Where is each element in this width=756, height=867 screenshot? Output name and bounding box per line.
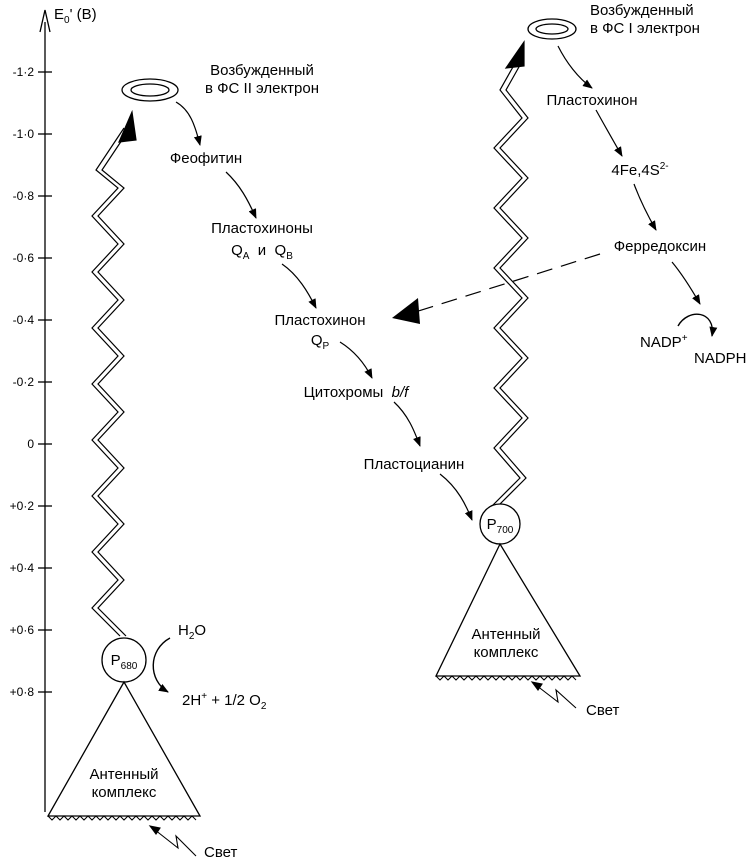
ps1-plastoquinone-label: Пластохинон bbox=[546, 92, 638, 109]
ps1-transport-arrows bbox=[557, 45, 701, 305]
axis-tick-label: +0·4 bbox=[9, 561, 34, 575]
ferredoxin-label: Ферредоксин bbox=[613, 238, 707, 255]
ps1-excitation-zigzag bbox=[489, 40, 529, 509]
axis-label: E0' (В) bbox=[54, 6, 97, 26]
nadp-reduction-arrow bbox=[677, 313, 718, 337]
p700-label: P700 bbox=[486, 516, 514, 536]
ps2-excited-label-1: Возбужденный bbox=[210, 62, 314, 79]
axis-tick-label: -1·2 bbox=[12, 65, 34, 79]
axis-tick-label: -1·0 bbox=[12, 127, 34, 141]
ps1-antenna-triangle bbox=[434, 542, 582, 681]
ps2-light-label: Свет bbox=[204, 844, 238, 861]
ps2-excited-label-2: в ФС II электрон bbox=[204, 80, 320, 97]
ps1-antenna-label-1: Антенный bbox=[471, 626, 541, 643]
nadp-label: NADP+ bbox=[640, 333, 688, 352]
water-products-label: 2H+ + 1/2 O2 bbox=[182, 691, 267, 712]
ps2-antenna-triangle bbox=[46, 680, 202, 821]
axis-tick-label: -0·6 bbox=[12, 251, 34, 265]
ps2-transport-arrows bbox=[175, 101, 473, 521]
qp-label: QP bbox=[310, 332, 330, 352]
axis-tick-label: +0·6 bbox=[9, 623, 34, 637]
axis-tick-label: +0·2 bbox=[9, 499, 34, 513]
ps1-excited-label-1: Возбужденный bbox=[590, 2, 694, 19]
ps1-excited-electron-icon bbox=[527, 18, 577, 40]
ps1-antenna-label-2: комплекс bbox=[473, 644, 539, 661]
axis-tick-label: +0·8 bbox=[9, 685, 34, 699]
plastocyanin-label: Пластоцианин bbox=[363, 456, 465, 473]
ps1-light-label: Свет bbox=[586, 702, 620, 719]
ps2-excited-electron-icon bbox=[121, 78, 179, 102]
ps2-excitation-zigzag bbox=[91, 109, 137, 637]
ps1-excited-label-2: в ФС I электрон bbox=[590, 20, 700, 37]
cyclic-electron-flow-arrow bbox=[392, 253, 601, 324]
plastoquinone-qp-label: Пластохинон bbox=[274, 312, 366, 329]
nadph-label: NADPH bbox=[694, 350, 747, 367]
p680-label: P680 bbox=[110, 652, 138, 672]
ps2-antenna-label-2: комплекс bbox=[91, 784, 157, 801]
axis-tick-label: -0·2 bbox=[12, 375, 34, 389]
ps1-light-bolt-icon bbox=[530, 681, 577, 709]
qa-qb-label: QA и QB bbox=[231, 242, 293, 262]
axis-tick-label: -0·4 bbox=[12, 313, 34, 327]
axis-tick-label: -0·8 bbox=[12, 189, 34, 203]
cytochromes-label: Цитохромы b/f bbox=[303, 384, 409, 401]
plastoquinones-label: Пластохиноны bbox=[211, 220, 313, 237]
axis-tick-label: 0 bbox=[27, 437, 34, 451]
water-oxidation-arrow bbox=[152, 637, 171, 693]
fe-s-cluster-label: 4Fe,4S2- bbox=[611, 161, 669, 180]
ps2-light-bolt-icon bbox=[148, 825, 197, 857]
pheophytin-label: Феофитин bbox=[169, 150, 243, 167]
h2o-label: H2O bbox=[178, 622, 207, 642]
ps2-antenna-label-1: Антенный bbox=[89, 766, 159, 783]
energy-axis bbox=[38, 9, 52, 812]
